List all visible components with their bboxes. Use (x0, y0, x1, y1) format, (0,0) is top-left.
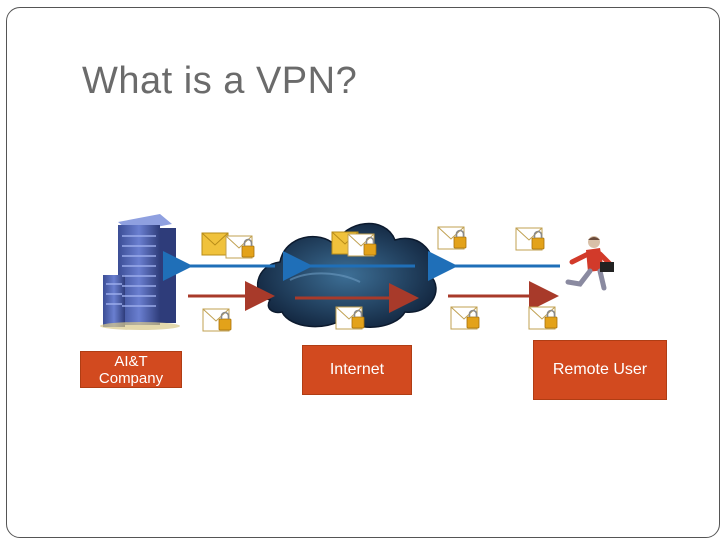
remote-user-label-text: Remote User (552, 361, 648, 378)
internet-label: Internet (302, 345, 412, 395)
send-arrows (188, 281, 559, 313)
remote-user-label: Remote User (533, 340, 667, 400)
company-label-text: AI&T Company (98, 353, 164, 387)
slide-title: What is a VPN? (82, 60, 358, 102)
internet-label-text: Internet (329, 361, 385, 378)
company-label: AI&T Company (80, 351, 182, 388)
remote-user-icon (565, 236, 614, 291)
building-icon (100, 214, 180, 330)
